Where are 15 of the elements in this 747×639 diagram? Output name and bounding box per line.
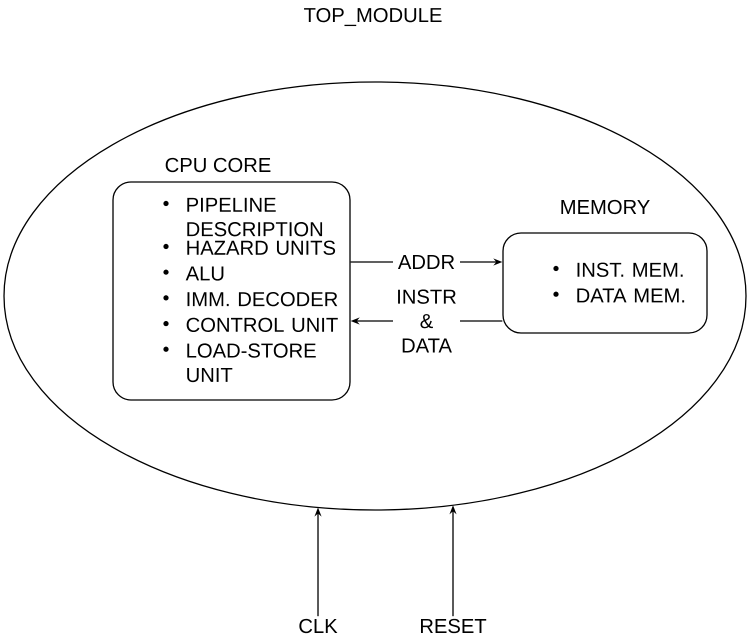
list-item: HAZARD UNITS bbox=[163, 240, 336, 255]
list-item: INST. MEM. bbox=[553, 262, 683, 277]
list-item: PIPELINE DESCRIPTION bbox=[163, 198, 322, 236]
block-title: MEMORY bbox=[561, 200, 650, 214]
block-title: CPU CORE bbox=[166, 158, 270, 172]
list-item: CONTROL UNIT bbox=[163, 318, 338, 332]
list-item: IMM. DECODER bbox=[163, 292, 338, 306]
module-title: TOP_MODULE bbox=[304, 8, 442, 26]
list-item: DATA MEM. bbox=[553, 288, 684, 302]
list-item: LOAD-STORE UNIT bbox=[163, 343, 316, 382]
signal-label: CLK bbox=[299, 618, 338, 634]
edge-label: ADDR bbox=[393, 254, 460, 270]
list-item: ALU bbox=[163, 266, 224, 281]
edge-label: INSTR & DATA bbox=[393, 288, 460, 354]
signal-label: RESET bbox=[421, 618, 486, 634]
